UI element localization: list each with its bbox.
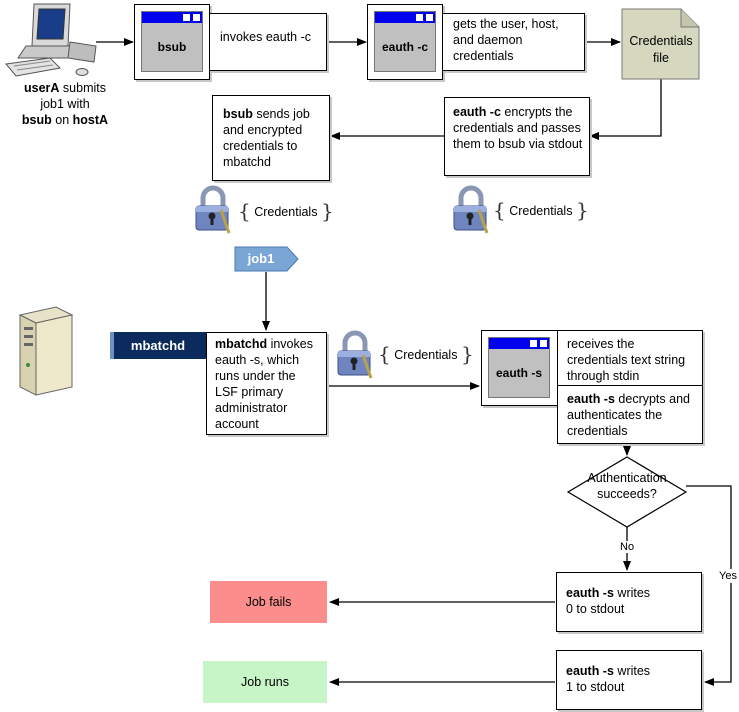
credentials-file-shape <box>621 8 700 80</box>
bsub-sends-box: bsub sends job and encrypted credentials… <box>212 95 330 181</box>
mbatchd-invokes-box: mbatchd invokes eauth -s, which runs und… <box>206 332 327 435</box>
mbatchd-tag-label: mbatchd <box>130 338 186 353</box>
user-caption-line1: submits <box>59 81 106 95</box>
bsub-window-frame: bsub <box>134 4 210 80</box>
writes-1-box: eauth -s writes 1 to stdout <box>556 650 702 710</box>
no-label: No <box>618 541 637 553</box>
eauth-c-encrypts-bold: eauth -c <box>453 105 501 119</box>
yes-label: Yes <box>718 569 738 583</box>
eauth-s-window-label: eauth -s <box>495 366 542 380</box>
job-runs-box: Job runs <box>203 661 327 703</box>
job-fails-label: Job fails <box>245 595 292 609</box>
credentials-label-2: Credentials <box>509 204 573 218</box>
writes-1-rest1: writes <box>613 664 651 678</box>
decrypts-text: decrypts and authenticates the credentia… <box>567 392 690 438</box>
window-titlebar <box>489 338 549 349</box>
padlock-icon <box>195 185 231 234</box>
gets-credentials-box: gets the user, host, and daemon credenti… <box>442 13 585 71</box>
decrypts-bold: eauth -s <box>567 392 615 406</box>
bsub-window-label: bsub <box>157 40 187 54</box>
writes-1-bold: eauth -s <box>566 664 614 678</box>
writes-0-rest1: writes <box>613 586 651 600</box>
padlock-icon <box>337 330 373 379</box>
credentials-file-label: Credentials file <box>621 33 701 67</box>
job1-tag-label: job1 <box>247 251 275 266</box>
decision-line2: succeeds? <box>597 487 657 501</box>
bsub-window: bsub <box>141 11 203 72</box>
credentials-file-line2: file <box>653 51 669 65</box>
credentials-label-1: Credentials <box>254 205 318 219</box>
decision-line1: Authentication <box>587 471 667 485</box>
gets-credentials-text: gets the user, host, and daemon credenti… <box>453 17 559 63</box>
mbatchd-invokes-text: invokes eauth -s, which runs under the L… <box>215 337 313 431</box>
invoke-eauth-text: invokes eauth -c <box>220 30 312 44</box>
bsub-sends-text: sends job and encrypted credentials to m… <box>223 107 310 169</box>
eauth-c-window-frame: eauth -c <box>367 4 443 80</box>
eauth-s-window: eauth -s <box>488 337 550 398</box>
user-caption-host: hostA <box>72 113 109 127</box>
arrow-file-to-encrypt <box>589 78 662 140</box>
job-runs-label: Job runs <box>241 675 289 689</box>
user-name: userA <box>24 81 60 95</box>
receives-text: receives the credentials text string thr… <box>567 337 686 383</box>
invoke-eauth-box: invokes eauth -c <box>209 13 327 71</box>
user-caption-cmd: bsub <box>21 113 52 127</box>
padlock-icon <box>453 185 489 234</box>
credentials-brace-2: { Credentials } <box>493 198 589 222</box>
credentials-brace-3: { Credentials } <box>378 342 474 366</box>
credentials-label-3: Credentials <box>394 348 458 362</box>
eauth-c-window: eauth -c <box>374 11 436 72</box>
eauth-s-window-frame: eauth -s <box>481 330 558 406</box>
eauth-c-window-label: eauth -c <box>381 40 428 54</box>
user-caption-on: on <box>51 113 73 127</box>
writes-0-rest2: 0 to stdout <box>566 602 625 616</box>
job1-tag-shape <box>234 246 299 272</box>
arrow-yes-branch <box>686 485 732 686</box>
computer-icon <box>5 3 97 77</box>
writes-0-bold: eauth -s <box>566 586 614 600</box>
writes-0-box: eauth -s writes 0 to stdout <box>556 572 702 632</box>
receives-box: receives the credentials text string thr… <box>557 330 703 386</box>
user-caption: userA submits job1 with bsub on hostA <box>0 80 130 128</box>
decrypts-box: eauth -s decrypts and authenticates the … <box>557 385 703 444</box>
window-titlebar <box>375 12 435 23</box>
credentials-file-line1: Credentials <box>629 34 693 48</box>
window-titlebar <box>142 12 202 23</box>
mbatchd-invokes-bold: mbatchd <box>215 337 268 351</box>
user-caption-line2: job1 with <box>40 97 90 111</box>
writes-1-rest2: 1 to stdout <box>566 680 625 694</box>
bsub-sends-bold: bsub <box>223 107 253 121</box>
credentials-brace-1: { Credentials } <box>238 199 334 223</box>
mbatchd-tag <box>110 332 206 359</box>
server-icon <box>18 306 74 396</box>
job-fails-box: Job fails <box>210 581 327 623</box>
eauth-c-encrypts-text: encrypts the credentials and passes them… <box>453 105 583 151</box>
eauth-c-encrypts-box: eauth -c encrypts the credentials and pa… <box>444 97 590 176</box>
decision-label: Authentication succeeds? <box>568 470 686 502</box>
